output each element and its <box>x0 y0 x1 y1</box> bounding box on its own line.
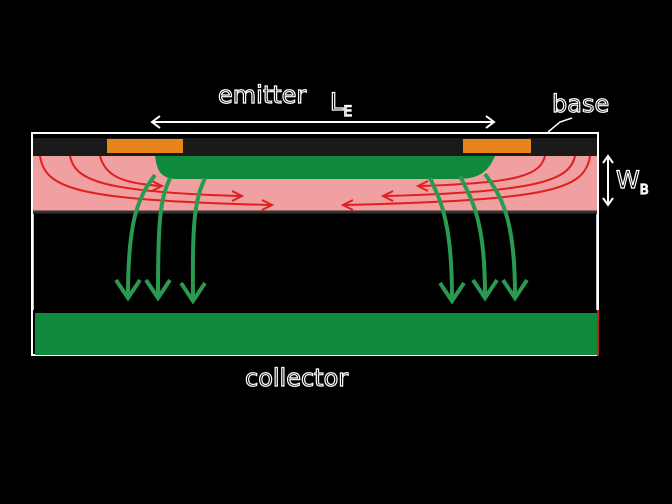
base-width-arrow <box>602 154 614 207</box>
collector-label: collector <box>245 364 348 392</box>
emitter-label: emitter <box>218 81 306 109</box>
base-contact-right <box>463 139 531 153</box>
collector-region <box>35 313 598 355</box>
base-width-label: WB <box>616 166 649 198</box>
base-contact-left <box>107 139 183 153</box>
electron-flow-arrows <box>114 172 529 305</box>
emitter-region <box>155 156 495 179</box>
emitter-length-arrow <box>150 115 496 129</box>
base-label: base <box>552 90 609 118</box>
emitter-length-label: LE <box>330 88 352 120</box>
base-leader-line <box>547 117 573 133</box>
